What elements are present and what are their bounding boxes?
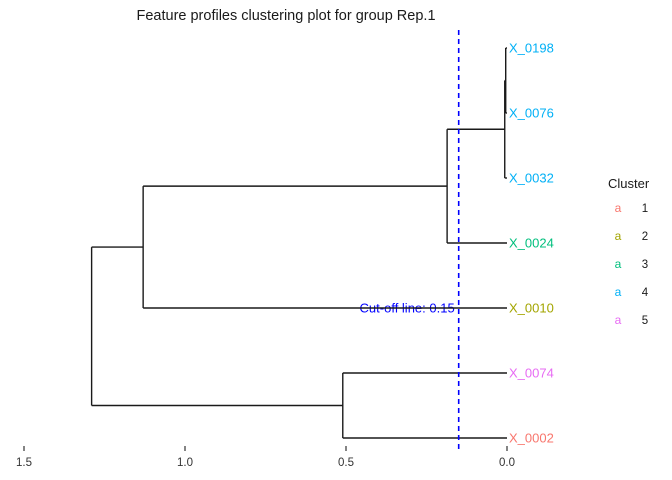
leaf-label: X_0024 xyxy=(509,236,554,251)
legend-key-glyph: a xyxy=(615,257,622,271)
legend-item-label: 4 xyxy=(642,287,649,299)
legend-item-label: 3 xyxy=(642,259,648,271)
legend-key-glyph: a xyxy=(615,229,622,243)
legend-key-glyph: a xyxy=(615,201,622,215)
leaf-label: X_0010 xyxy=(509,301,554,316)
legend-items: a 1 a 2 a 3 a 4 a 5 xyxy=(615,201,649,327)
leaf-labels: X_0198X_0076X_0032X_0024X_0010X_0074X_00… xyxy=(509,41,554,446)
legend-item-label: 5 xyxy=(642,315,648,327)
leaf-label: X_0032 xyxy=(509,171,554,186)
axis-tick-label: 0.0 xyxy=(499,457,515,469)
leaf-label: X_0076 xyxy=(509,106,554,121)
legend-key-glyph: a xyxy=(615,285,622,299)
dendrogram-lines xyxy=(90,47,507,439)
x-axis: 1.5 1.0 0.5 0.0 xyxy=(16,446,515,469)
legend-key-glyph: a xyxy=(615,313,622,327)
leaf-label: X_0198 xyxy=(509,41,554,56)
axis-tick-label: 1.5 xyxy=(16,457,32,469)
leaf-label: X_0074 xyxy=(509,366,554,381)
legend-item-label: 1 xyxy=(642,203,648,215)
plot-title: Feature profiles clustering plot for gro… xyxy=(136,8,435,24)
axis-tick-label: 1.0 xyxy=(177,457,193,469)
leaf-label: X_0002 xyxy=(509,431,554,446)
legend-item-label: 2 xyxy=(642,231,648,243)
axis-tick-label: 0.5 xyxy=(338,457,354,469)
legend-title: Cluster xyxy=(608,176,650,191)
legend: Cluster a 1 a 2 a 3 a 4 a 5 xyxy=(608,176,650,327)
